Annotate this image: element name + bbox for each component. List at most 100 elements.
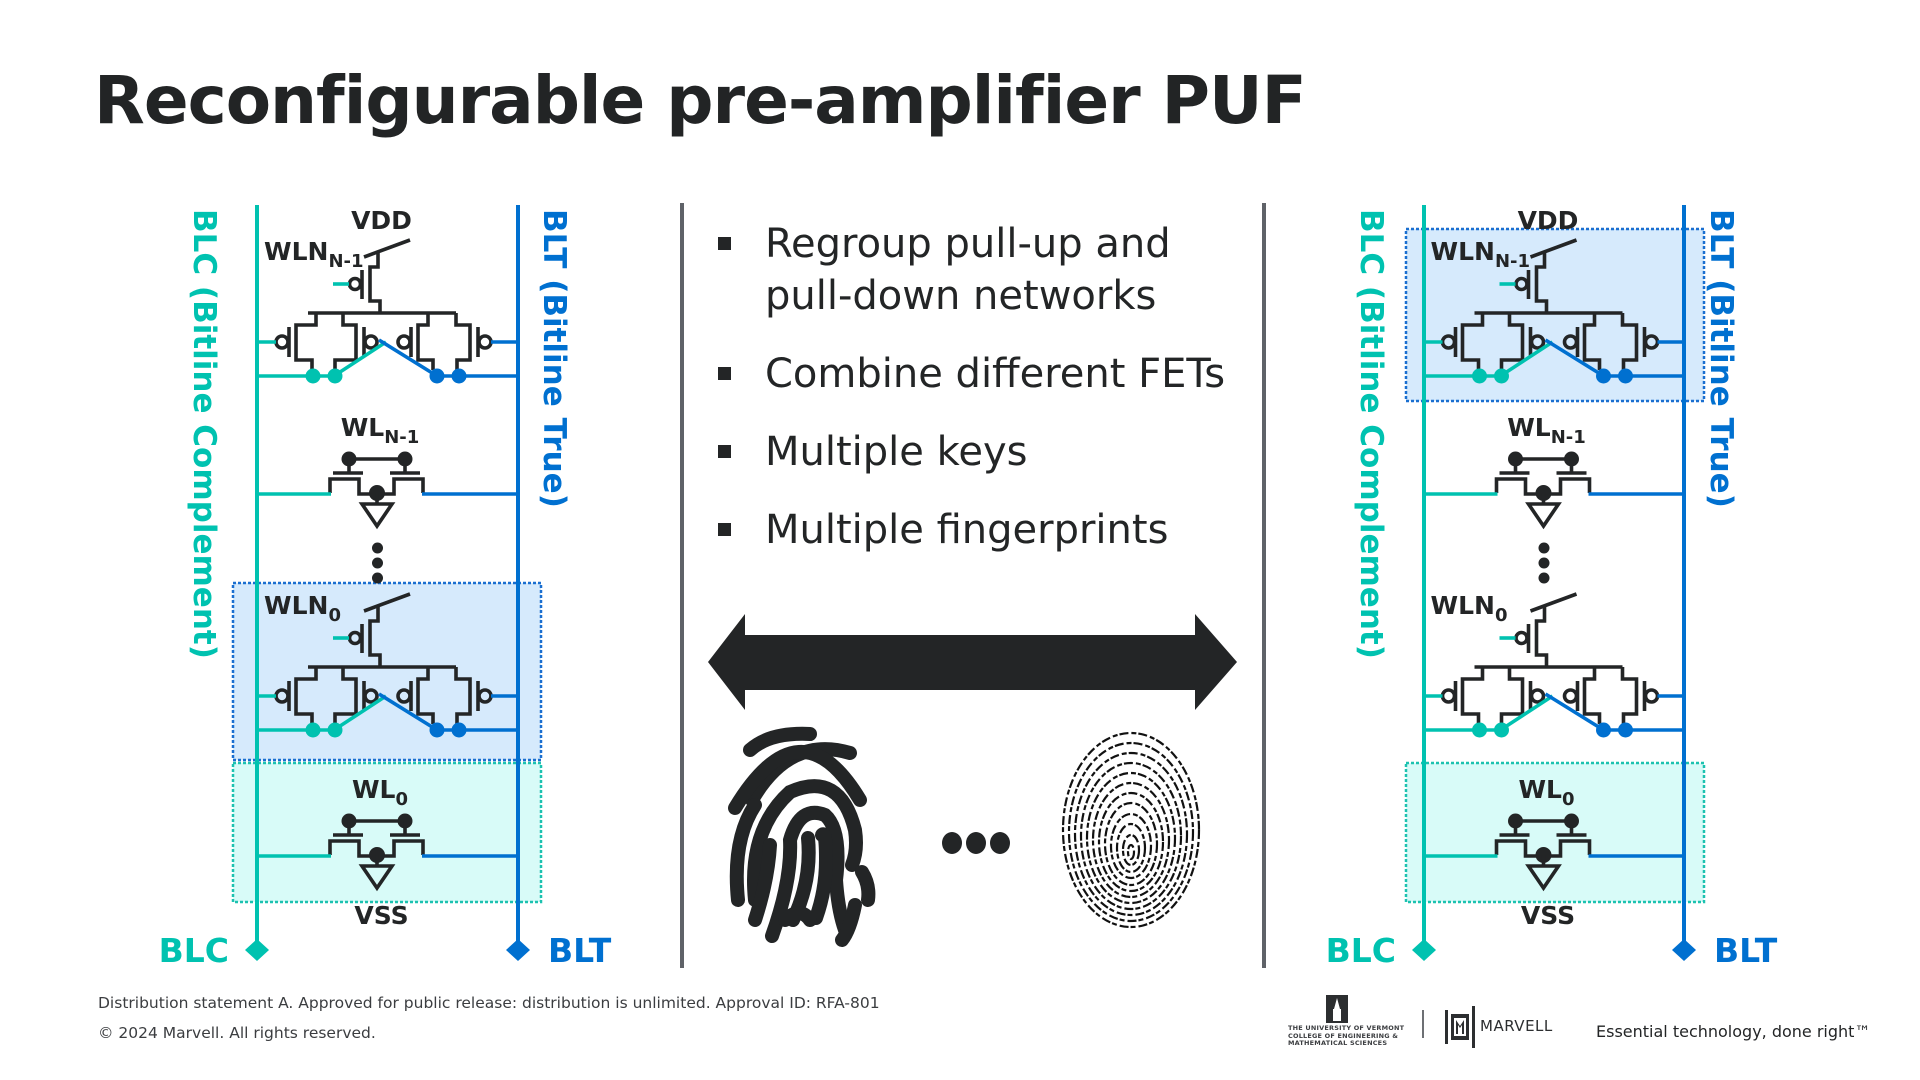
- nfet-gate: [1556, 459, 1587, 475]
- pfet-2: [1499, 667, 1525, 724]
- blc-terminal-icon: [1412, 939, 1436, 961]
- uvm-line: MATHEMATICAL SCIENCES: [1288, 1039, 1388, 1047]
- pfet-2: [333, 667, 358, 724]
- pfet-3: [416, 313, 435, 370]
- bullet-item: Multiple keys: [715, 426, 1325, 478]
- nfet-gate: [1499, 821, 1530, 837]
- uvm-logo: THE UNIVERSITY OF VERMONT COLLEGE OF ENG…: [1288, 995, 1408, 1055]
- pfet-bubble: [347, 630, 363, 646]
- pfet-4: [454, 667, 472, 724]
- junction-dot: [1596, 722, 1611, 738]
- divider-left: [680, 203, 684, 968]
- blt-terminal-label: BLT: [1714, 931, 1778, 970]
- pfet-bubble: [347, 276, 363, 292]
- pfet-bubble: [1529, 334, 1546, 350]
- junction-dot: [1494, 722, 1509, 738]
- junction-dot: [305, 368, 321, 384]
- marvell-logo-icon: [1445, 1006, 1475, 1048]
- nfet-gate: [390, 821, 420, 837]
- wordline-n-label: WLNN-1: [264, 237, 364, 272]
- junction-dot: [305, 722, 321, 738]
- junction-dot: [327, 368, 343, 384]
- bullet-square-icon: [718, 523, 731, 536]
- pfet-2: [333, 313, 358, 370]
- vertical-ellipsis: [372, 542, 383, 584]
- pulldown-cell: WL0: [257, 775, 518, 892]
- pfet-4: [1620, 667, 1639, 724]
- pulldown-highlight-box: [1404, 761, 1706, 904]
- ellipsis-dots: [942, 832, 1010, 854]
- junction-dot: [429, 722, 445, 738]
- pfet-4: [454, 313, 472, 370]
- bullet-text-cont: pull-down networks: [765, 273, 1157, 319]
- switch-icon: [363, 592, 411, 613]
- blt-side-label: BLT (Bitline True): [1703, 209, 1739, 508]
- bullet-text: Multiple fingerprints: [765, 507, 1169, 553]
- pfet-1: [1460, 313, 1485, 370]
- pfet-3: [1582, 667, 1602, 724]
- uvm-tower-icon: [1326, 995, 1348, 1023]
- pfet-bubble: [396, 334, 412, 350]
- pfet-1: [294, 313, 318, 370]
- fingerprint-realistic-icon: [1061, 731, 1201, 929]
- wordline-label: WLN-1: [341, 413, 420, 448]
- pullup-cell: WLNN-1: [1423, 237, 1685, 384]
- blc-side-label: BLC (Bitline Complement): [186, 209, 222, 659]
- pulldown-cell: WL0: [1423, 775, 1685, 892]
- pfet-3: [1582, 313, 1602, 370]
- pfet-bubble: [1562, 334, 1579, 350]
- header-pfet: [1534, 252, 1549, 313]
- pfet-1: [294, 667, 318, 724]
- pfet-bubble: [274, 334, 290, 350]
- ellipsis-dot: [372, 557, 383, 569]
- ground-icon: [358, 502, 396, 530]
- pullup-cell: WLNN-1: [257, 237, 518, 384]
- junction-dot: [1472, 722, 1487, 738]
- bullet-text: Multiple keys: [765, 429, 1028, 475]
- ellipsis-dot: [1538, 557, 1550, 569]
- marvell-wordmark: MARVELL: [1480, 1017, 1553, 1035]
- pulldown-highlight-box: [231, 761, 543, 904]
- ground-icon: [1525, 864, 1562, 892]
- logo-separator: [1422, 1010, 1424, 1038]
- pfet-bubble: [363, 334, 379, 350]
- tagline: Essential technology, done right™: [1596, 1022, 1871, 1041]
- bullet-text: Regroup pull-up and: [765, 221, 1171, 267]
- double-arrow-icon: [708, 614, 1237, 710]
- blt-terminal-label: BLT: [548, 931, 612, 970]
- pfet-bubble: [1440, 688, 1457, 704]
- pullup-cell: WLN0: [1423, 591, 1685, 738]
- uvm-line: COLLEGE OF ENGINEERING &: [1288, 1031, 1399, 1040]
- pfet-2: [1499, 313, 1525, 370]
- bullet-square-icon: [718, 237, 731, 250]
- bullet-square-icon: [718, 445, 731, 458]
- wordline-n-label: WLN0: [1431, 591, 1508, 626]
- junction-dot: [1494, 368, 1509, 384]
- ground-icon: [358, 864, 396, 892]
- nfet-gate: [333, 459, 363, 475]
- switch-icon: [363, 238, 411, 259]
- nfet-gate: [390, 459, 420, 475]
- wordline-label: WLN-1: [1507, 413, 1586, 448]
- header-pfet: [368, 606, 382, 667]
- ellipsis-dot: [1538, 542, 1550, 554]
- fingerprint-icon: [728, 726, 876, 947]
- pfet-4: [1620, 313, 1639, 370]
- pfet-bubble: [396, 688, 412, 704]
- nfet-gate: [333, 821, 363, 837]
- vdd-label: VDD: [351, 206, 412, 235]
- bullet-item: Regroup pull-up and pull-down networks: [715, 218, 1325, 322]
- junction-dot: [1472, 368, 1487, 384]
- blc-terminal-label: BLC: [1326, 931, 1396, 970]
- ellipsis-dot: [372, 542, 383, 554]
- ellipsis-dot: [1538, 572, 1550, 584]
- junction-dot: [451, 368, 467, 384]
- switch-icon: [1529, 238, 1578, 259]
- center-graphic: [708, 614, 1237, 947]
- distribution-statement: Distribution statement A. Approved for p…: [98, 994, 880, 1012]
- wordline-label: WL0: [1518, 775, 1574, 810]
- blc-terminal-label: BLC: [159, 931, 229, 970]
- slide-title: Reconfigurable pre-amplifier PUF: [94, 62, 1307, 139]
